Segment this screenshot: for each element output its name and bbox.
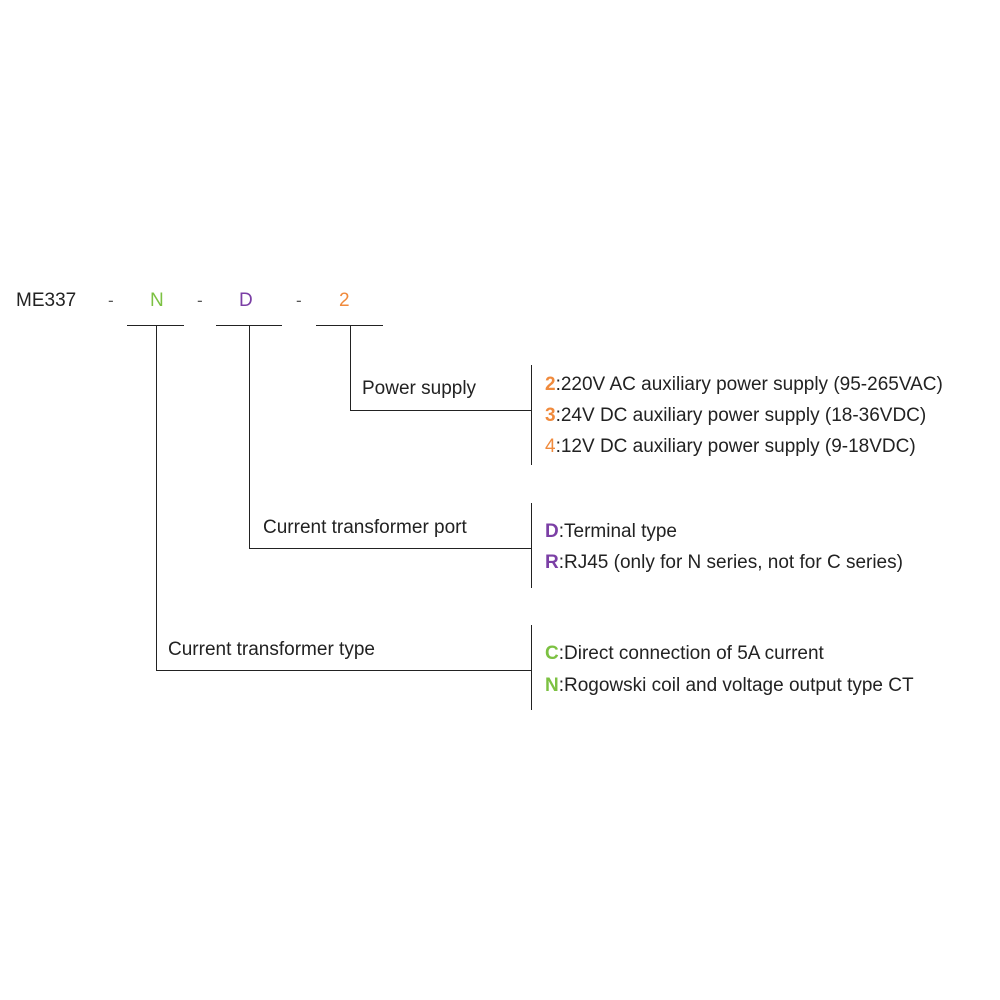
option-code: R xyxy=(545,552,559,573)
group-label-ct-port: Current transformer port xyxy=(263,517,467,538)
option-code: D xyxy=(545,521,559,542)
option-text: :24V DC auxiliary power supply (18-36VDC… xyxy=(555,405,927,426)
code-ct-port: D xyxy=(239,290,253,311)
connector-line xyxy=(249,548,532,549)
option-code: 2 xyxy=(545,374,556,395)
group-label-ct-type: Current transformer type xyxy=(168,639,375,660)
code-underline xyxy=(127,325,184,326)
option-text: :12V DC auxiliary power supply (9-18VDC) xyxy=(555,436,916,457)
option-text: :RJ45 (only for N series, not for C seri… xyxy=(558,552,903,573)
connector-line xyxy=(350,325,351,411)
code-power-supply: 2 xyxy=(339,290,350,311)
option-text: :220V AC auxiliary power supply (95-265V… xyxy=(555,374,943,395)
separator-dash: - xyxy=(108,291,114,310)
option-text: :Terminal type xyxy=(558,521,678,542)
separator-dash: - xyxy=(296,291,302,310)
option-bracket xyxy=(531,365,532,465)
option-text: :Direct connection of 5A current xyxy=(558,643,824,664)
option-item: N:Rogowski coil and voltage output type … xyxy=(545,676,914,695)
option-item: D:Terminal type xyxy=(545,522,677,541)
option-code: C xyxy=(545,643,559,664)
option-bracket xyxy=(531,503,532,588)
code-underline xyxy=(316,325,383,326)
option-item: C:Direct connection of 5A current xyxy=(545,644,824,663)
model-prefix: ME337 xyxy=(16,290,77,311)
option-item: 4:12V DC auxiliary power supply (9-18VDC… xyxy=(545,437,916,456)
option-code: 3 xyxy=(545,405,556,426)
option-item: 3:24V DC auxiliary power supply (18-36VD… xyxy=(545,406,926,425)
option-item: 2:220V AC auxiliary power supply (95-265… xyxy=(545,375,943,394)
code-ct-type: N xyxy=(150,290,164,311)
separator-dash: - xyxy=(197,291,203,310)
option-bracket xyxy=(531,625,532,710)
group-label-power-supply: Power supply xyxy=(362,378,477,399)
option-item: R:RJ45 (only for N series, not for C ser… xyxy=(545,553,903,572)
option-text: :Rogowski coil and voltage output type C… xyxy=(558,675,914,696)
connector-line xyxy=(156,670,532,671)
option-code: 4 xyxy=(545,436,556,457)
connector-line xyxy=(156,325,157,671)
connector-line xyxy=(249,325,250,549)
connector-line xyxy=(350,410,532,411)
option-code: N xyxy=(545,675,559,696)
